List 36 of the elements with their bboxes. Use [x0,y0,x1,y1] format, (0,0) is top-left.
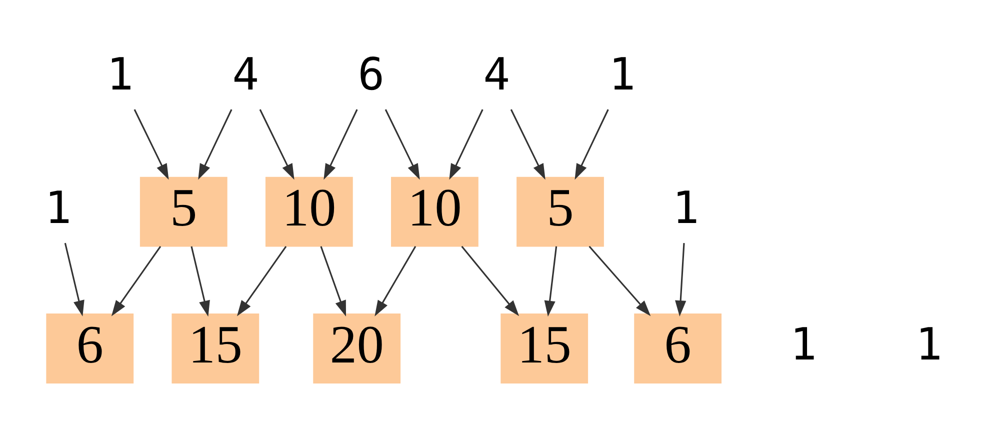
arrow [236,246,287,316]
node-text: 1 [790,319,817,370]
node-box: 5 [140,176,228,247]
arrow [190,246,210,317]
arrow [324,109,358,180]
arrow [449,109,484,180]
node-box: 6 [634,314,722,384]
node-box: 10 [391,176,478,247]
arrow [111,246,162,316]
arrow [320,246,346,317]
node-box: 5 [516,176,604,247]
node-text: 4 [483,49,510,100]
node-box: 6 [46,314,134,384]
node-text: 4 [232,49,260,100]
node-text: 6 [358,49,385,100]
arrow [134,109,169,180]
arrow [675,242,686,316]
node-box: 10 [265,176,353,247]
arrow [259,109,294,180]
arrow [461,246,520,316]
arrow [574,109,609,180]
node-box: 15 [500,314,588,384]
node-text: 1 [672,182,700,234]
node-box: 15 [172,314,260,384]
arrow [588,246,651,316]
arrow [544,246,558,317]
node-text: 1 [608,49,636,100]
arrow [64,242,84,316]
arrow [374,246,416,316]
arrow [384,109,420,180]
node-text: 1 [44,182,72,234]
node-text: 1 [916,319,942,370]
arrow [198,109,232,180]
node-box: 20 [313,314,401,384]
node-text: 1 [106,49,134,100]
arrow [510,109,546,180]
